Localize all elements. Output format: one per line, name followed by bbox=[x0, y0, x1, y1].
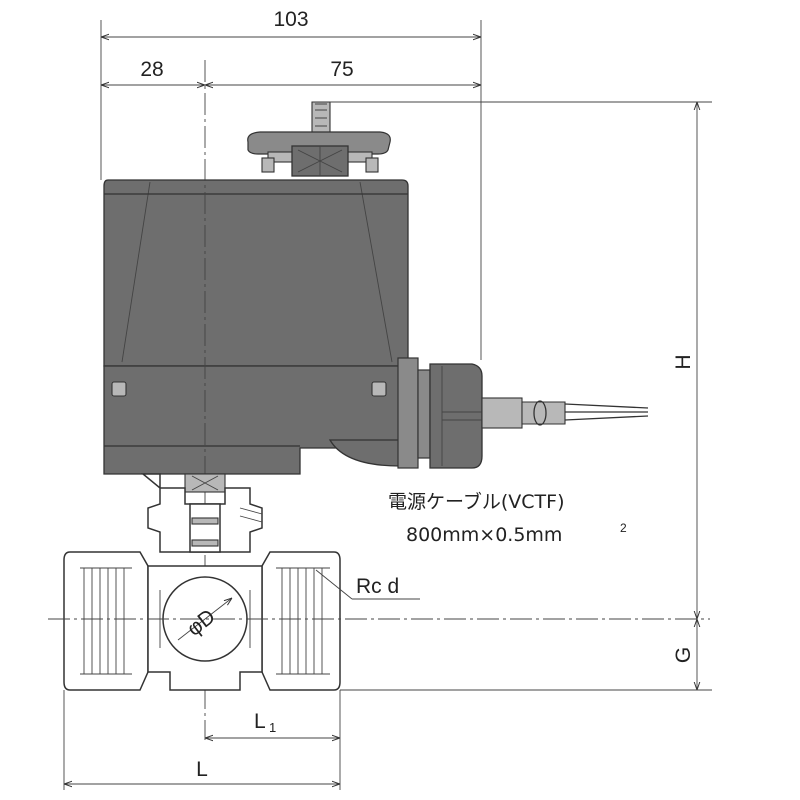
port-thread-callout: Rc d bbox=[315, 569, 420, 600]
cable-note-sup: 2 bbox=[620, 521, 627, 535]
dim-h-label: H bbox=[672, 354, 695, 369]
valve-body bbox=[63, 551, 341, 691]
cable-note-line1: 電源ケーブル(VCTF) bbox=[388, 490, 565, 513]
dim-l1-sub: 1 bbox=[269, 720, 276, 735]
dim-l-label: L bbox=[196, 758, 208, 781]
dimension-h-g: H G bbox=[330, 101, 712, 691]
cable-note-line2: 800mm×0.5mm bbox=[406, 524, 562, 546]
top-extension-lines bbox=[100, 20, 482, 360]
valve-stem bbox=[140, 473, 263, 553]
port-thread-label: Rc d bbox=[356, 575, 399, 598]
dim-103-label: 103 bbox=[273, 8, 308, 31]
dim-g-label: G bbox=[672, 647, 695, 663]
dim-75-label: 75 bbox=[330, 58, 353, 81]
dim-l1-label: L bbox=[254, 710, 266, 733]
dimension-l: L 1 L bbox=[63, 690, 341, 790]
dim-28-label: 28 bbox=[140, 58, 163, 81]
dimension-103: 103 bbox=[101, 8, 481, 37]
actuator bbox=[103, 101, 649, 475]
cable-note: 電源ケーブル(VCTF) 800mm×0.5mm 2 bbox=[388, 490, 627, 546]
dimension-28-75: 28 75 bbox=[101, 58, 481, 85]
